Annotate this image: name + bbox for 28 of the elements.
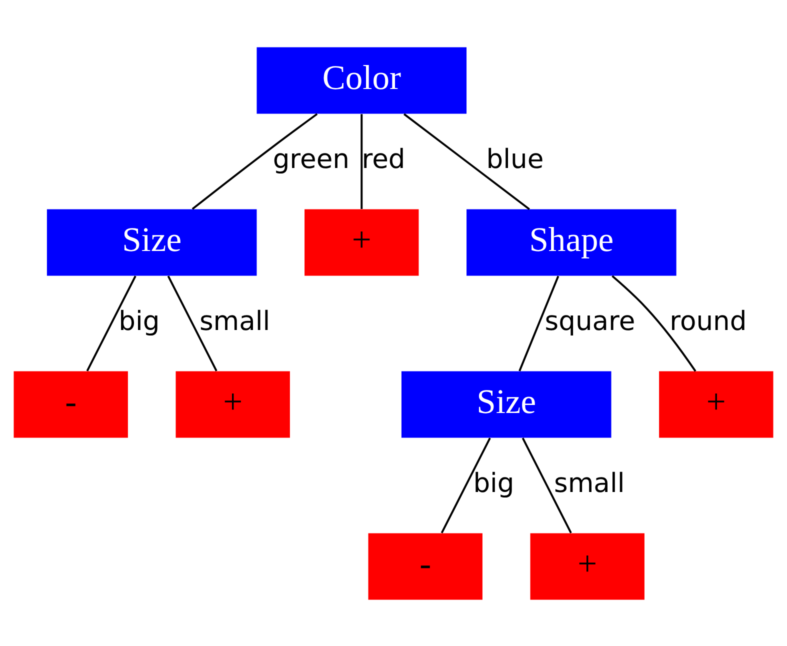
node-box: + (530, 532, 644, 600)
node-box: Shape (466, 208, 676, 276)
node-box: Size (401, 370, 612, 438)
edge-label: big (118, 306, 160, 337)
node-box: + (304, 208, 419, 276)
edge-label: big (473, 468, 514, 499)
edge-label: small (554, 468, 625, 499)
connector (360, 114, 363, 208)
edge-label: blue (486, 144, 544, 175)
connector (86, 275, 136, 371)
node-box: - (14, 370, 128, 438)
connector (167, 275, 218, 371)
node-box: - (368, 532, 482, 600)
connector (440, 437, 491, 533)
connector (522, 437, 572, 533)
connector (192, 112, 318, 210)
connector (612, 274, 696, 372)
node-box: Color (256, 46, 467, 114)
connector (403, 112, 530, 210)
edge-label: square (544, 306, 636, 337)
node-box: + (659, 370, 774, 438)
connector (518, 275, 560, 371)
edge-label: small (199, 306, 270, 337)
node-box: + (176, 370, 290, 438)
node-box: Size (46, 208, 257, 276)
edge-label: green (272, 144, 350, 175)
edge-label: red (362, 144, 406, 175)
edge-label: round (670, 306, 747, 337)
